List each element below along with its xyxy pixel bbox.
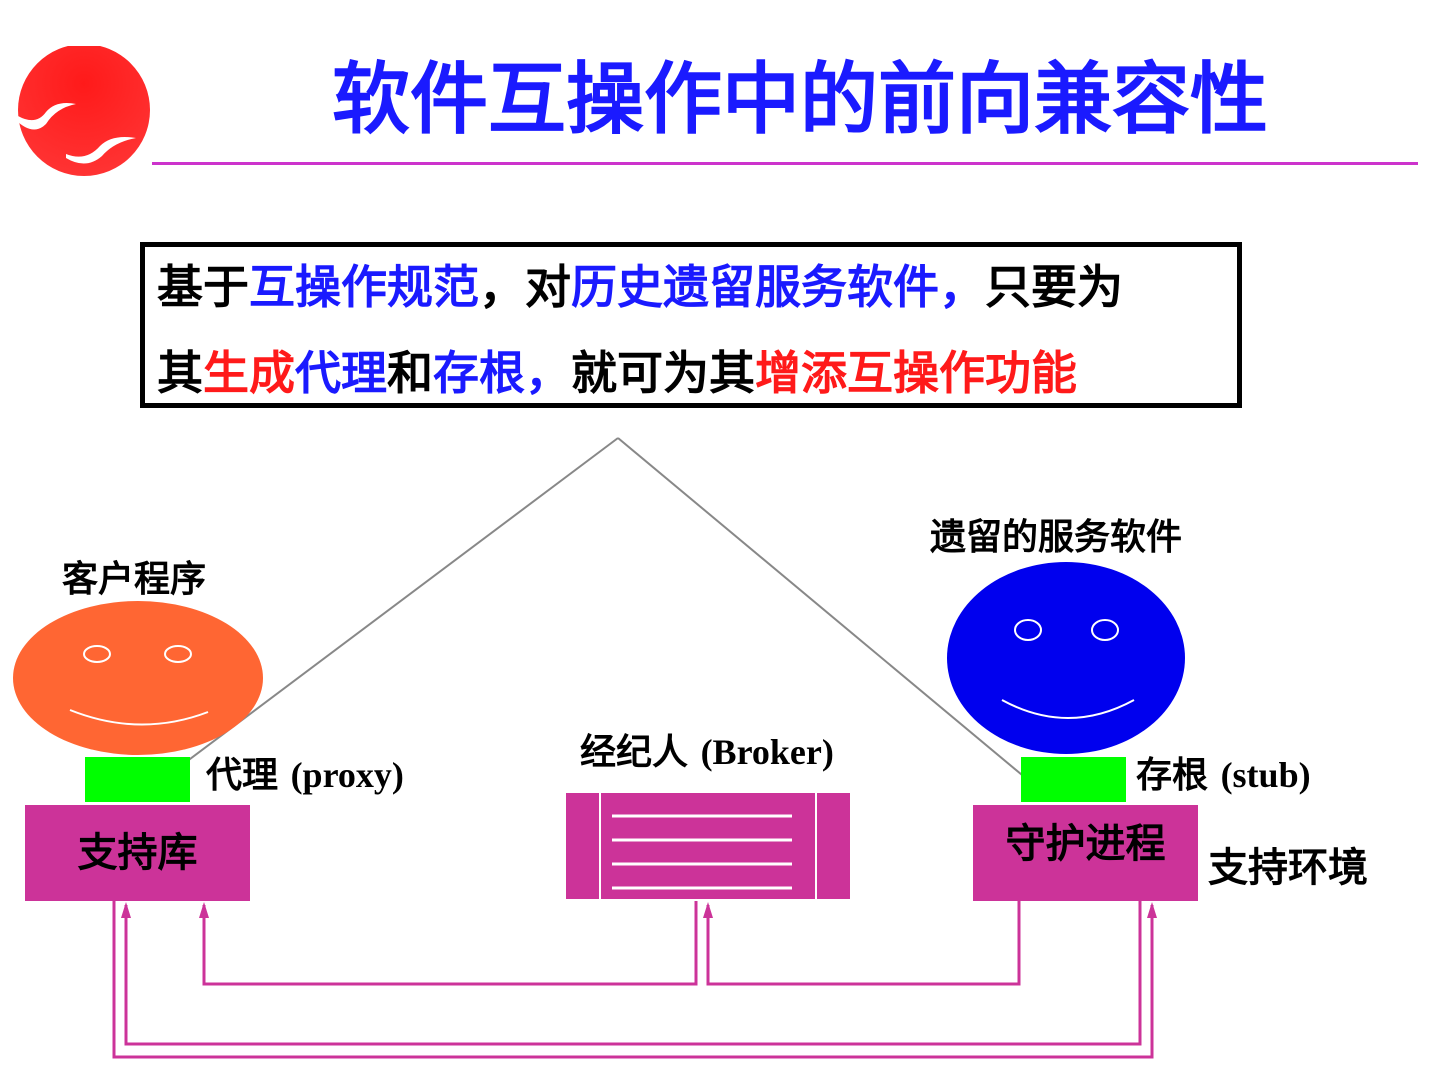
callout-seg: 增添互操作功能 xyxy=(755,346,1077,400)
logo-icon xyxy=(18,46,150,176)
proxy-block xyxy=(85,757,190,802)
proxy-label-cn: 代理 xyxy=(206,755,279,796)
title-divider xyxy=(152,162,1418,165)
arrow-heads xyxy=(121,902,1157,918)
callout-seg: 生成 xyxy=(203,346,295,400)
legacy-service-label: 遗留的服务软件 xyxy=(930,517,1183,558)
callout-seg: ，对 xyxy=(479,260,571,314)
support-env-label: 支持环境 xyxy=(1208,845,1368,891)
stub-label-en: (stub) xyxy=(1220,755,1311,795)
callout-line-2: 其生成代理和存根，就可为其增添互操作功能 xyxy=(157,345,1077,401)
proxy-label: 代理 (proxy) xyxy=(206,753,404,798)
stub-block xyxy=(1021,757,1126,802)
stub-label-cn: 存根 xyxy=(1136,755,1209,796)
daemon-label: 守护进程 xyxy=(1005,821,1166,867)
callout-seg: 只要为 xyxy=(985,260,1123,314)
callout-seg: 互操作规范 xyxy=(249,260,479,314)
callout-seg: 其 xyxy=(157,346,203,400)
page-title: 软件互操作中的前向兼容性 xyxy=(331,55,1268,145)
client-label: 客户程序 xyxy=(62,559,207,600)
callout-seg: 和 xyxy=(387,346,433,400)
support-lib-label: 支持库 xyxy=(77,830,198,876)
callout-box: 基于互操作规范，对历史遗留服务软件，只要为 其生成代理和存根，就可为其增添互操作… xyxy=(140,242,1242,408)
stub-label: 存根 (stub) xyxy=(1136,753,1311,798)
server-face-icon xyxy=(947,562,1185,754)
callout-seg: 就可为其 xyxy=(571,346,755,400)
bus-lines xyxy=(112,901,1154,1059)
broker-label-en: (Broker) xyxy=(700,732,834,772)
support-lib-box xyxy=(25,805,250,901)
broker-icon xyxy=(566,793,850,899)
callout-seg: 基于 xyxy=(157,260,249,314)
proxy-label-en: (proxy) xyxy=(290,755,404,795)
connector-line-right xyxy=(617,437,1041,791)
callout-line-1: 基于互操作规范，对历史遗留服务软件，只要为 xyxy=(157,259,1123,315)
callout-seg: 存根， xyxy=(433,346,571,400)
client-face-icon xyxy=(13,601,263,755)
daemon-box xyxy=(973,805,1198,901)
callout-seg: 代理 xyxy=(295,346,387,400)
broker-label-cn: 经纪人 xyxy=(580,732,689,773)
callout-seg: 历史遗留服务软件， xyxy=(571,260,985,314)
broker-label: 经纪人 (Broker) xyxy=(580,730,834,775)
